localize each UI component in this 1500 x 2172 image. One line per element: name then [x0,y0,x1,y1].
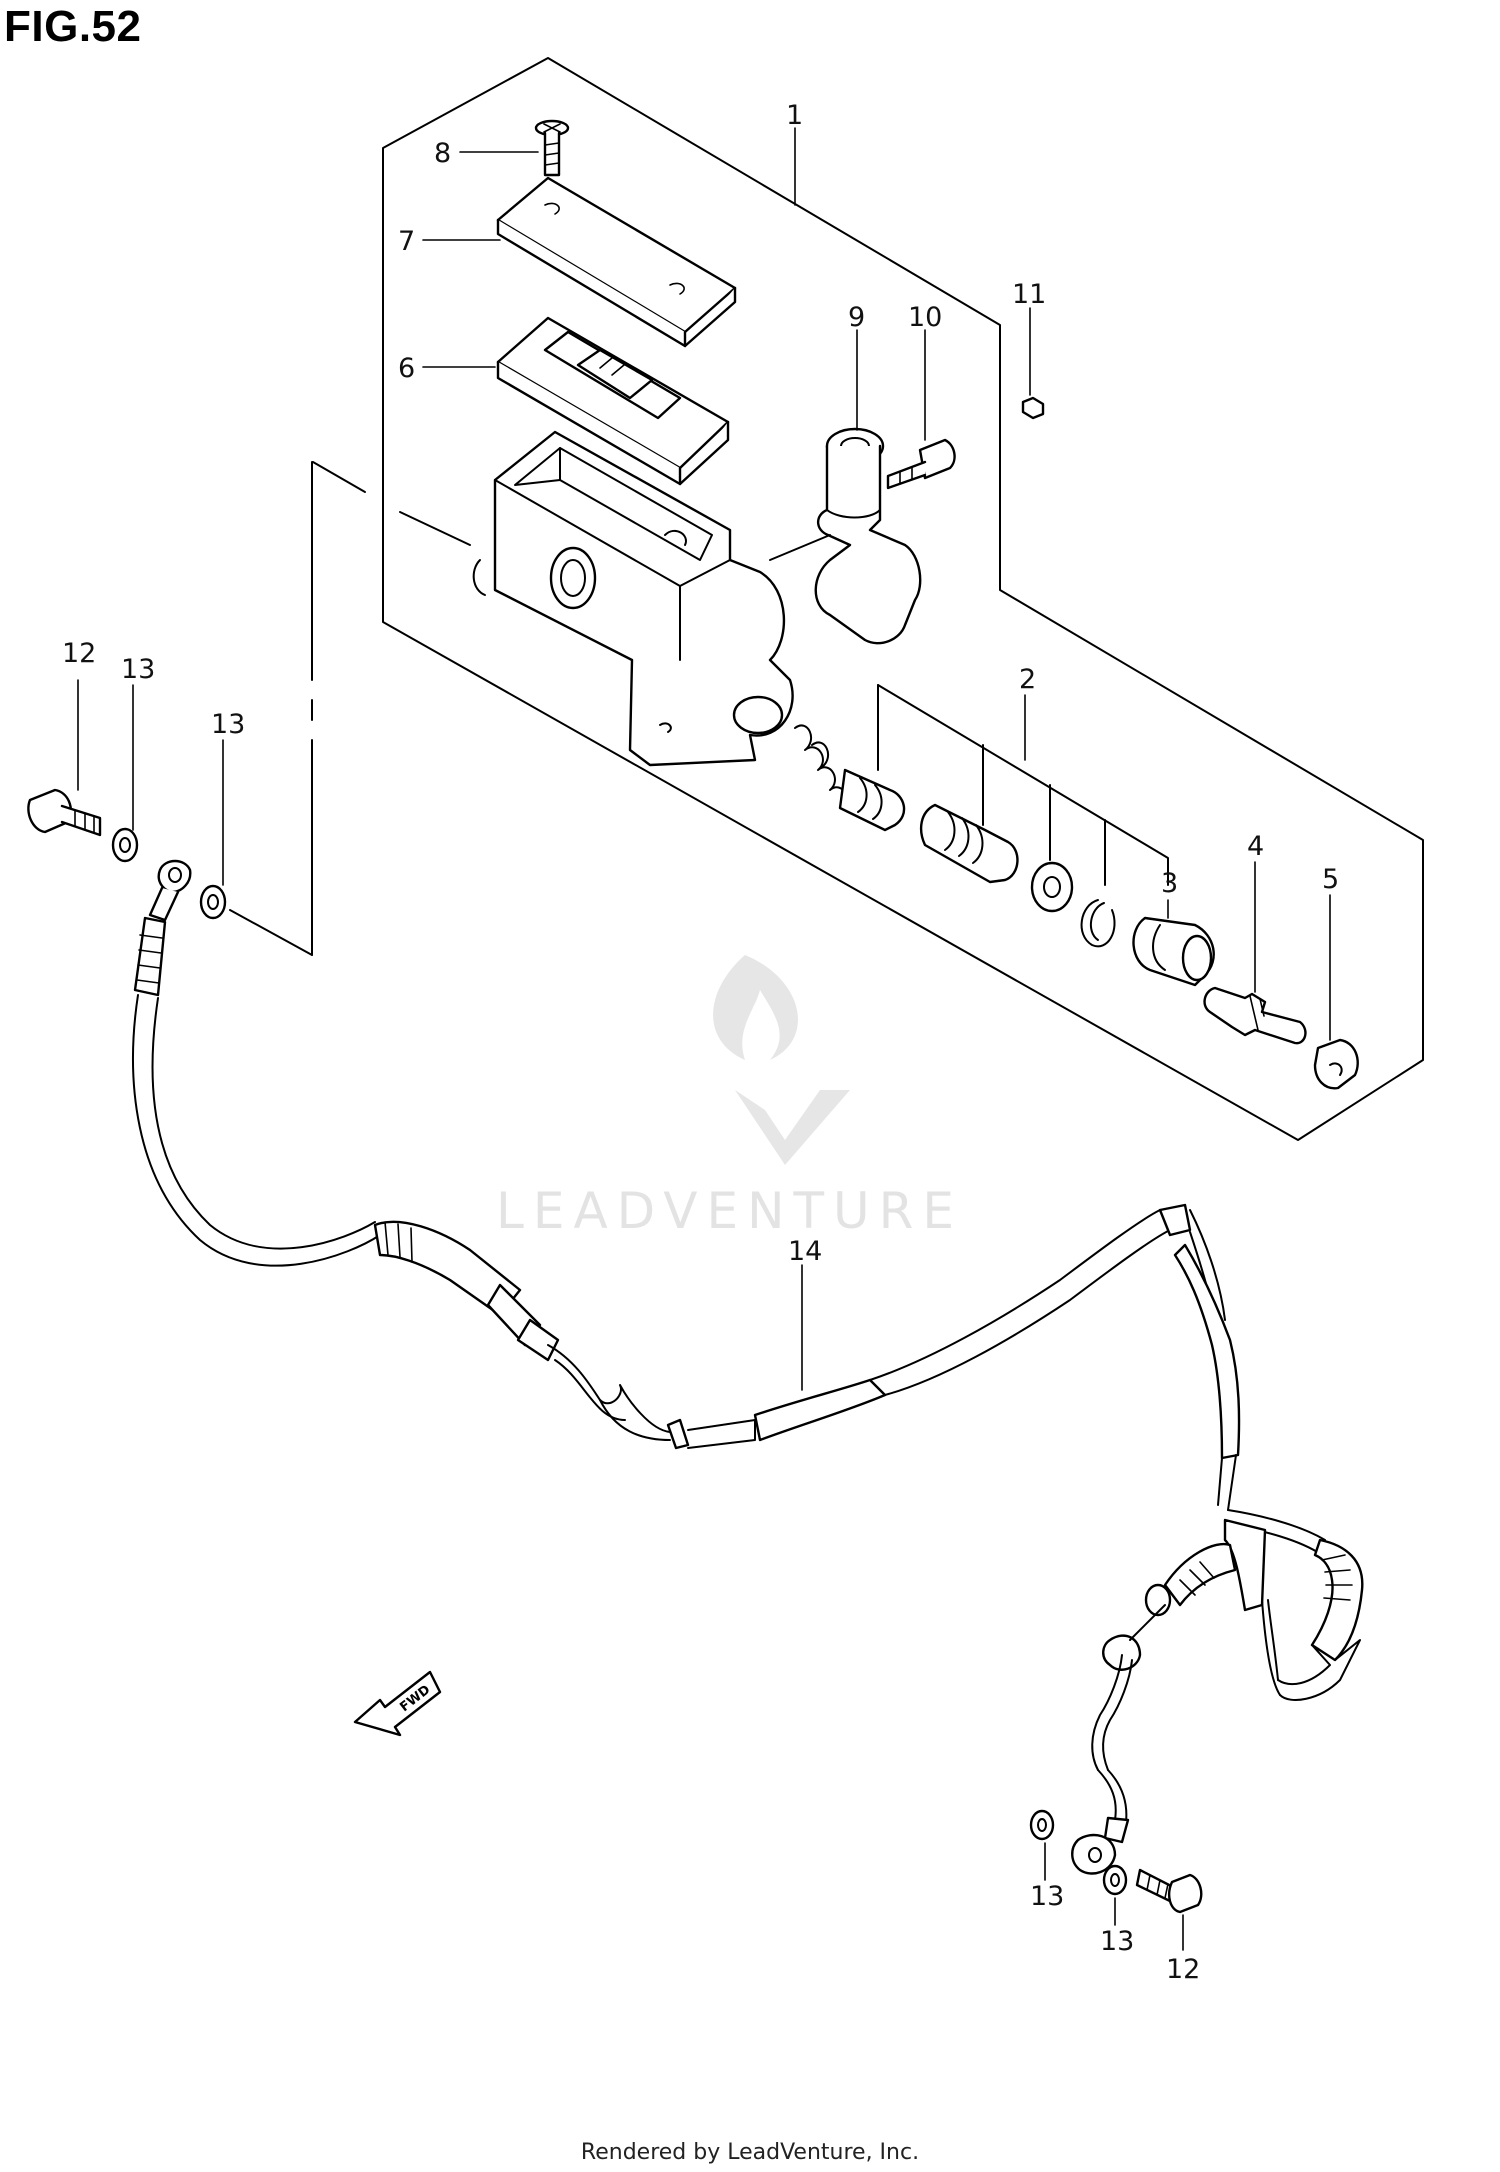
clevis-nut-part [1313,1038,1359,1090]
master-cylinder-body [472,430,794,767]
washer-right-1-part [1029,1809,1055,1841]
callout-3: 3 [1161,868,1178,899]
callout-2: 2 [1019,664,1036,695]
pivot-bolt-part [886,438,956,490]
callout-5: 5 [1322,864,1339,895]
callout-labels: 1 2 3 4 5 6 7 8 9 10 11 12 13 13 14 13 1… [62,100,1339,1985]
boot-part [1132,916,1215,987]
footer-credit: Rendered by LeadVenture, Inc. [580,2140,920,2165]
watermark-logo [713,955,850,1165]
reference-line [229,461,471,956]
leader-lines [77,127,1331,1951]
forward-direction-marker: FWD [353,1670,442,1737]
callout-14: 14 [788,1236,822,1267]
washer-left-1-part [111,827,139,863]
figure-title: FIG.52 [4,2,142,51]
callout-4: 4 [1247,831,1264,862]
callout-10: 10 [908,302,942,333]
nut-part [1021,396,1045,420]
washer-right-2-part [1102,1864,1128,1896]
callout-8: 8 [434,138,451,169]
callout-13-right-2: 13 [1100,1926,1134,1957]
clutch-hose-part [132,859,1364,1875]
screw-part [534,119,570,177]
callout-12-left: 12 [62,638,96,669]
callout-13-right-1: 13 [1030,1881,1064,1912]
banjo-bolt-left-part [27,788,102,837]
subgroup-bracket [877,684,1169,886]
washer-left-2-part [199,884,227,920]
push-rod-part [1203,986,1307,1045]
diaphragm-part [496,316,730,486]
piston-spring-part [794,724,1116,948]
callout-7: 7 [398,226,415,257]
callout-11: 11 [1012,279,1046,310]
lever-bracket-part [769,427,922,645]
reservoir-cap-part [496,176,737,348]
callout-13-left-2: 13 [211,709,245,740]
callout-9: 9 [848,302,865,333]
callout-6: 6 [398,353,415,384]
callout-1: 1 [786,100,803,131]
banjo-bolt-right-part [1135,1868,1203,1914]
callout-12-right: 12 [1166,1954,1200,1985]
watermark-text: LEADVENTURE [496,1182,963,1240]
callout-13-left-1: 13 [121,654,155,685]
assembly-outline [382,57,1424,1141]
